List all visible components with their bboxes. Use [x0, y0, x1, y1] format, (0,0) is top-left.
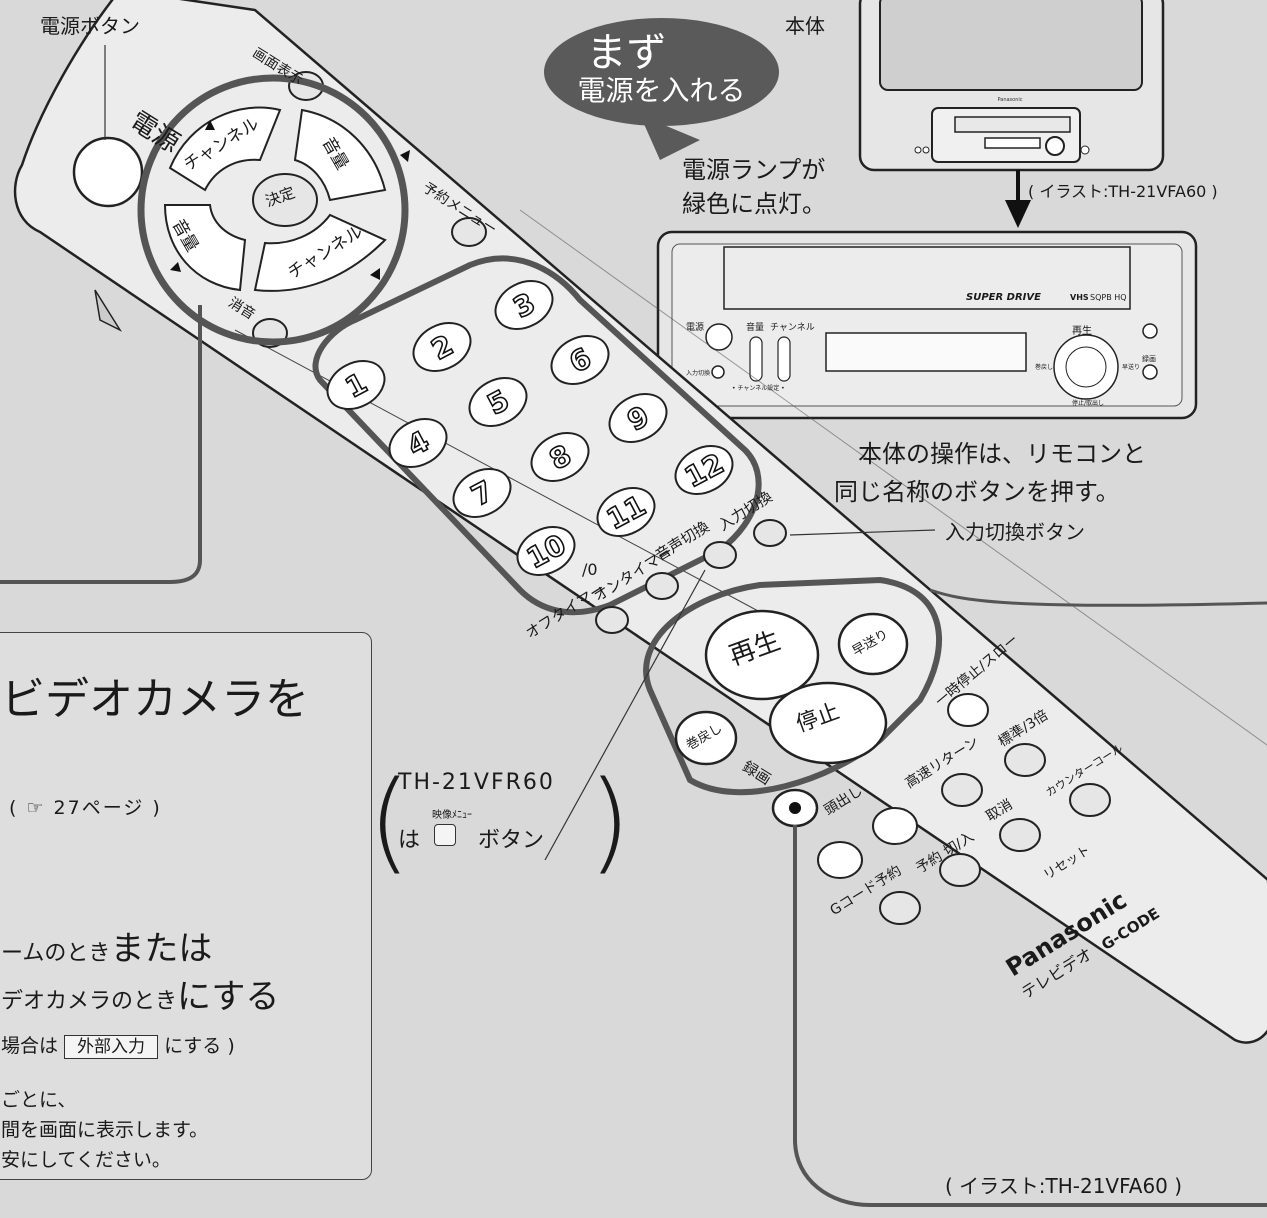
number-key-8: 8	[530, 432, 590, 482]
unit-input-label: 入力切換	[686, 370, 711, 377]
power-button-label: 電源ボタン	[40, 14, 140, 38]
number-key-shape	[468, 377, 528, 427]
vfr-button-label: ボタン	[478, 828, 545, 853]
unit-rewind-label: 巻戻し	[1035, 364, 1054, 371]
number-key-shape	[608, 393, 668, 443]
unit-channel-set-label: • チャンネル設定 •	[732, 385, 785, 392]
panel-line-cam-post: にする	[177, 977, 280, 1017]
panel-line-cam: デオカメラのときにする	[1, 969, 279, 1018]
unit-note-line2: 同じ名称のボタンを押す。	[834, 478, 1120, 506]
panel-title: ビデオカメラを	[1, 674, 309, 725]
main-unit-label: 本体	[785, 14, 825, 38]
tv-brand: Panasonic	[997, 97, 1022, 103]
vfr-is-label: は	[398, 828, 421, 853]
number-key-shape	[550, 335, 610, 385]
number-key-shape	[452, 468, 512, 518]
callout-title: まず	[586, 30, 667, 76]
panel-note-2: 間を画面に表示します。	[1, 1119, 209, 1141]
illustration-caption-top: ( イラスト:TH-21VFA60 )	[1028, 182, 1218, 201]
vfr-square-button	[434, 824, 456, 846]
panel-line-ext-pre: 場合は	[1, 1035, 59, 1057]
unit-ff-label: 早送り	[1122, 364, 1141, 371]
panel-line-game-post: または	[110, 929, 213, 969]
number-key-shape	[388, 418, 448, 468]
number-key-11: 11	[596, 487, 656, 537]
number-key-3: 3	[494, 280, 554, 330]
panel-line-cam-pre: デオカメラのとき	[1, 989, 178, 1014]
unit-note-line1: 本体の操作は、リモコンと	[858, 440, 1146, 468]
lamp-note-line1: 電源ランプが	[682, 156, 826, 184]
remote-power-button	[72, 136, 144, 208]
number-key-9: 9	[608, 393, 668, 443]
callout-bubble: まず 電源を入れる	[544, 18, 779, 126]
panel-note-1: ごとに、	[1, 1089, 77, 1111]
unit-power-label: 電源	[686, 323, 705, 333]
number-key-7: 7	[452, 468, 512, 518]
unit-vhs-label: VHS	[1070, 293, 1089, 302]
panel-line-ext: 場合は 外部入力 にする )	[1, 1031, 235, 1059]
number-key-shape	[530, 432, 590, 482]
unit-volume-label: 音量	[746, 323, 765, 333]
unit-sqpb-label: SQPB HQ	[1090, 293, 1127, 302]
vfr-right-paren: )	[588, 757, 631, 885]
illustration-caption-bottom: ( イラスト:TH-21VFA60 )	[945, 1174, 1183, 1198]
panel-line-game-pre: ームのとき	[1, 941, 111, 966]
number-key-shape	[326, 360, 386, 410]
number-key-4: 4	[388, 418, 448, 468]
number-key-2: 2	[412, 322, 472, 372]
unit-stop-eject-label: 停止/取出し	[1072, 400, 1105, 407]
unit-front-panel	[656, 230, 1198, 420]
number-key-6: 6	[550, 335, 610, 385]
unit-super-drive-label: SUPER DRIVE	[966, 292, 1041, 303]
panel-page-ref: ( ☞ 27ページ )	[9, 797, 162, 819]
number-key-shape	[674, 445, 734, 495]
number-key-shape	[596, 487, 656, 537]
vfr-left-paren: (	[368, 757, 411, 885]
number-key-1: 1	[326, 360, 386, 410]
number-key-shape	[494, 280, 554, 330]
vfr-menu-label: 映像ﾒﾆｭｰ	[432, 810, 472, 821]
number-key-shape	[516, 526, 576, 576]
unit-play-label: 再生	[1072, 326, 1092, 337]
vfr-model-label: TH-21VFR60	[398, 770, 555, 795]
panel-line-game: ームのときまたは	[1, 921, 212, 970]
lamp-note-line2: 緑色に点灯。	[682, 190, 826, 218]
panel-note-3: 安にしてください。	[1, 1149, 171, 1171]
number-key-5: 5	[468, 377, 528, 427]
input-switch-button-label: 入力切換ボタン	[945, 520, 1085, 544]
tv-set: Panasonic	[858, 0, 1165, 172]
unit-channel-label: チャンネル	[770, 323, 815, 333]
number-key-shape	[412, 322, 472, 372]
external-input-chip: 外部入力	[64, 1034, 159, 1059]
callout-subtitle: 電源を入れる	[577, 74, 746, 107]
panel-line-ext-post: にする )	[164, 1035, 235, 1057]
instruction-panel: ビデオカメラを ( ☞ 27ページ ) ームのときまたは デオカメラのときにする…	[0, 632, 372, 1180]
remote-zero-label: /0	[582, 560, 598, 579]
unit-record-label: 録画	[1142, 355, 1156, 363]
